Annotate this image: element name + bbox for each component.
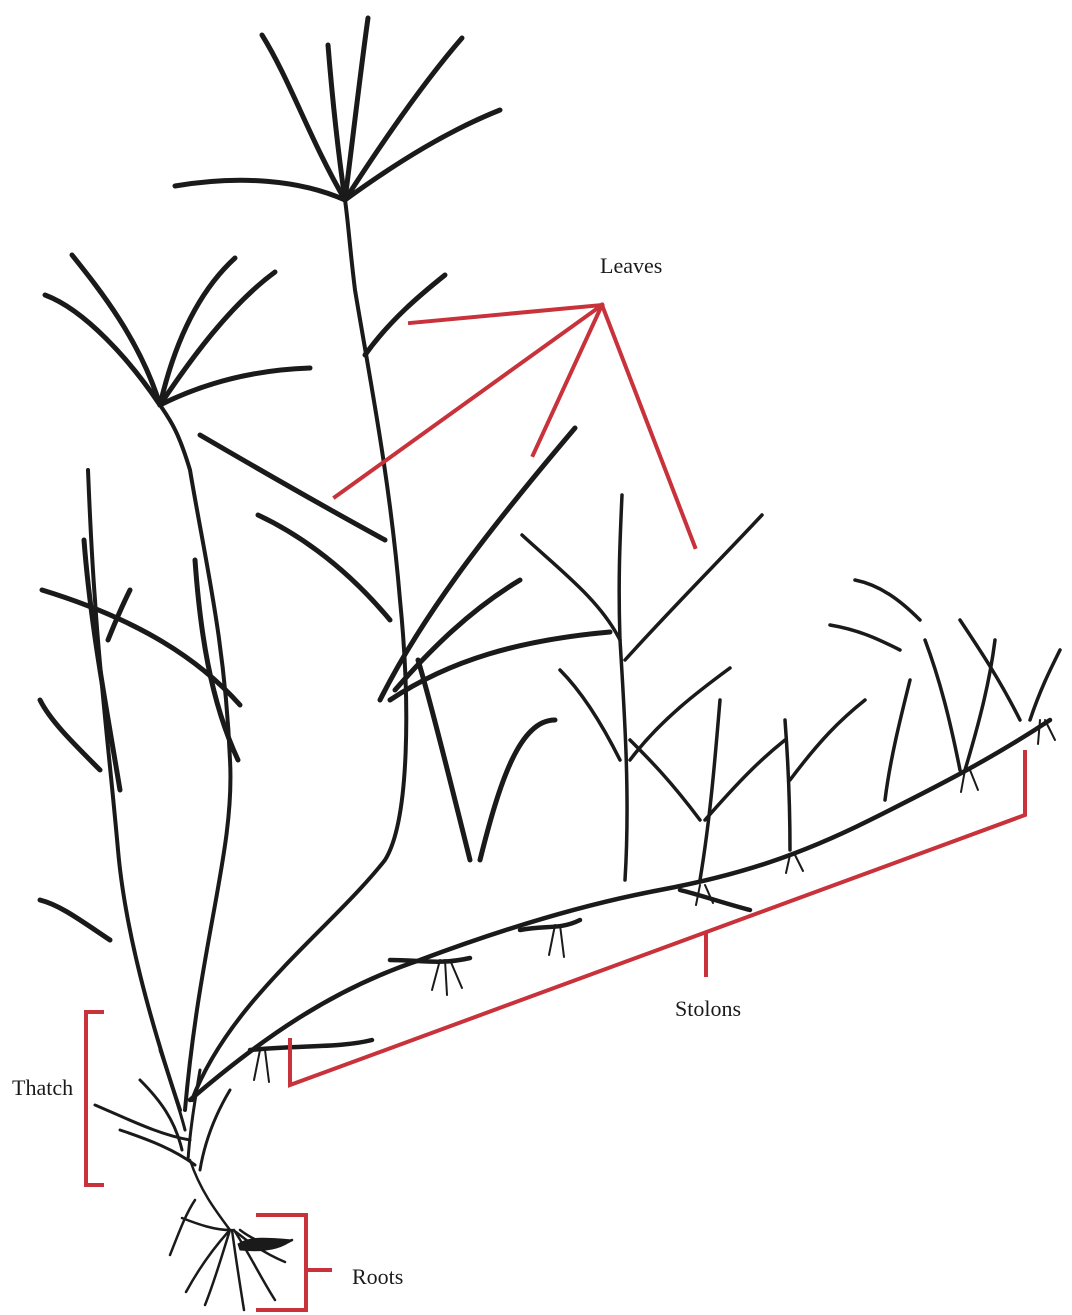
roots-label: Roots bbox=[352, 1266, 403, 1288]
callout-lines bbox=[86, 305, 1025, 1310]
rhizome-tip bbox=[238, 1238, 292, 1250]
stolon-runner bbox=[190, 720, 1050, 1100]
leaf-blades bbox=[40, 275, 610, 940]
flowering-stems bbox=[88, 200, 406, 1110]
top-seed-head bbox=[175, 18, 500, 200]
node-rootlets bbox=[254, 720, 1055, 1082]
stolon-shoots bbox=[522, 495, 1060, 880]
root-system bbox=[170, 1160, 292, 1310]
left-seed-head bbox=[45, 255, 310, 405]
leaves-label: Leaves bbox=[600, 255, 662, 277]
grass-plant-drawing bbox=[40, 18, 1060, 1310]
stolons-label: Stolons bbox=[675, 998, 741, 1020]
thatch-label: Thatch bbox=[12, 1077, 73, 1099]
thatch-bracket bbox=[86, 1012, 102, 1185]
roots-bracket bbox=[258, 1215, 306, 1310]
thatch-crown bbox=[95, 1050, 230, 1170]
